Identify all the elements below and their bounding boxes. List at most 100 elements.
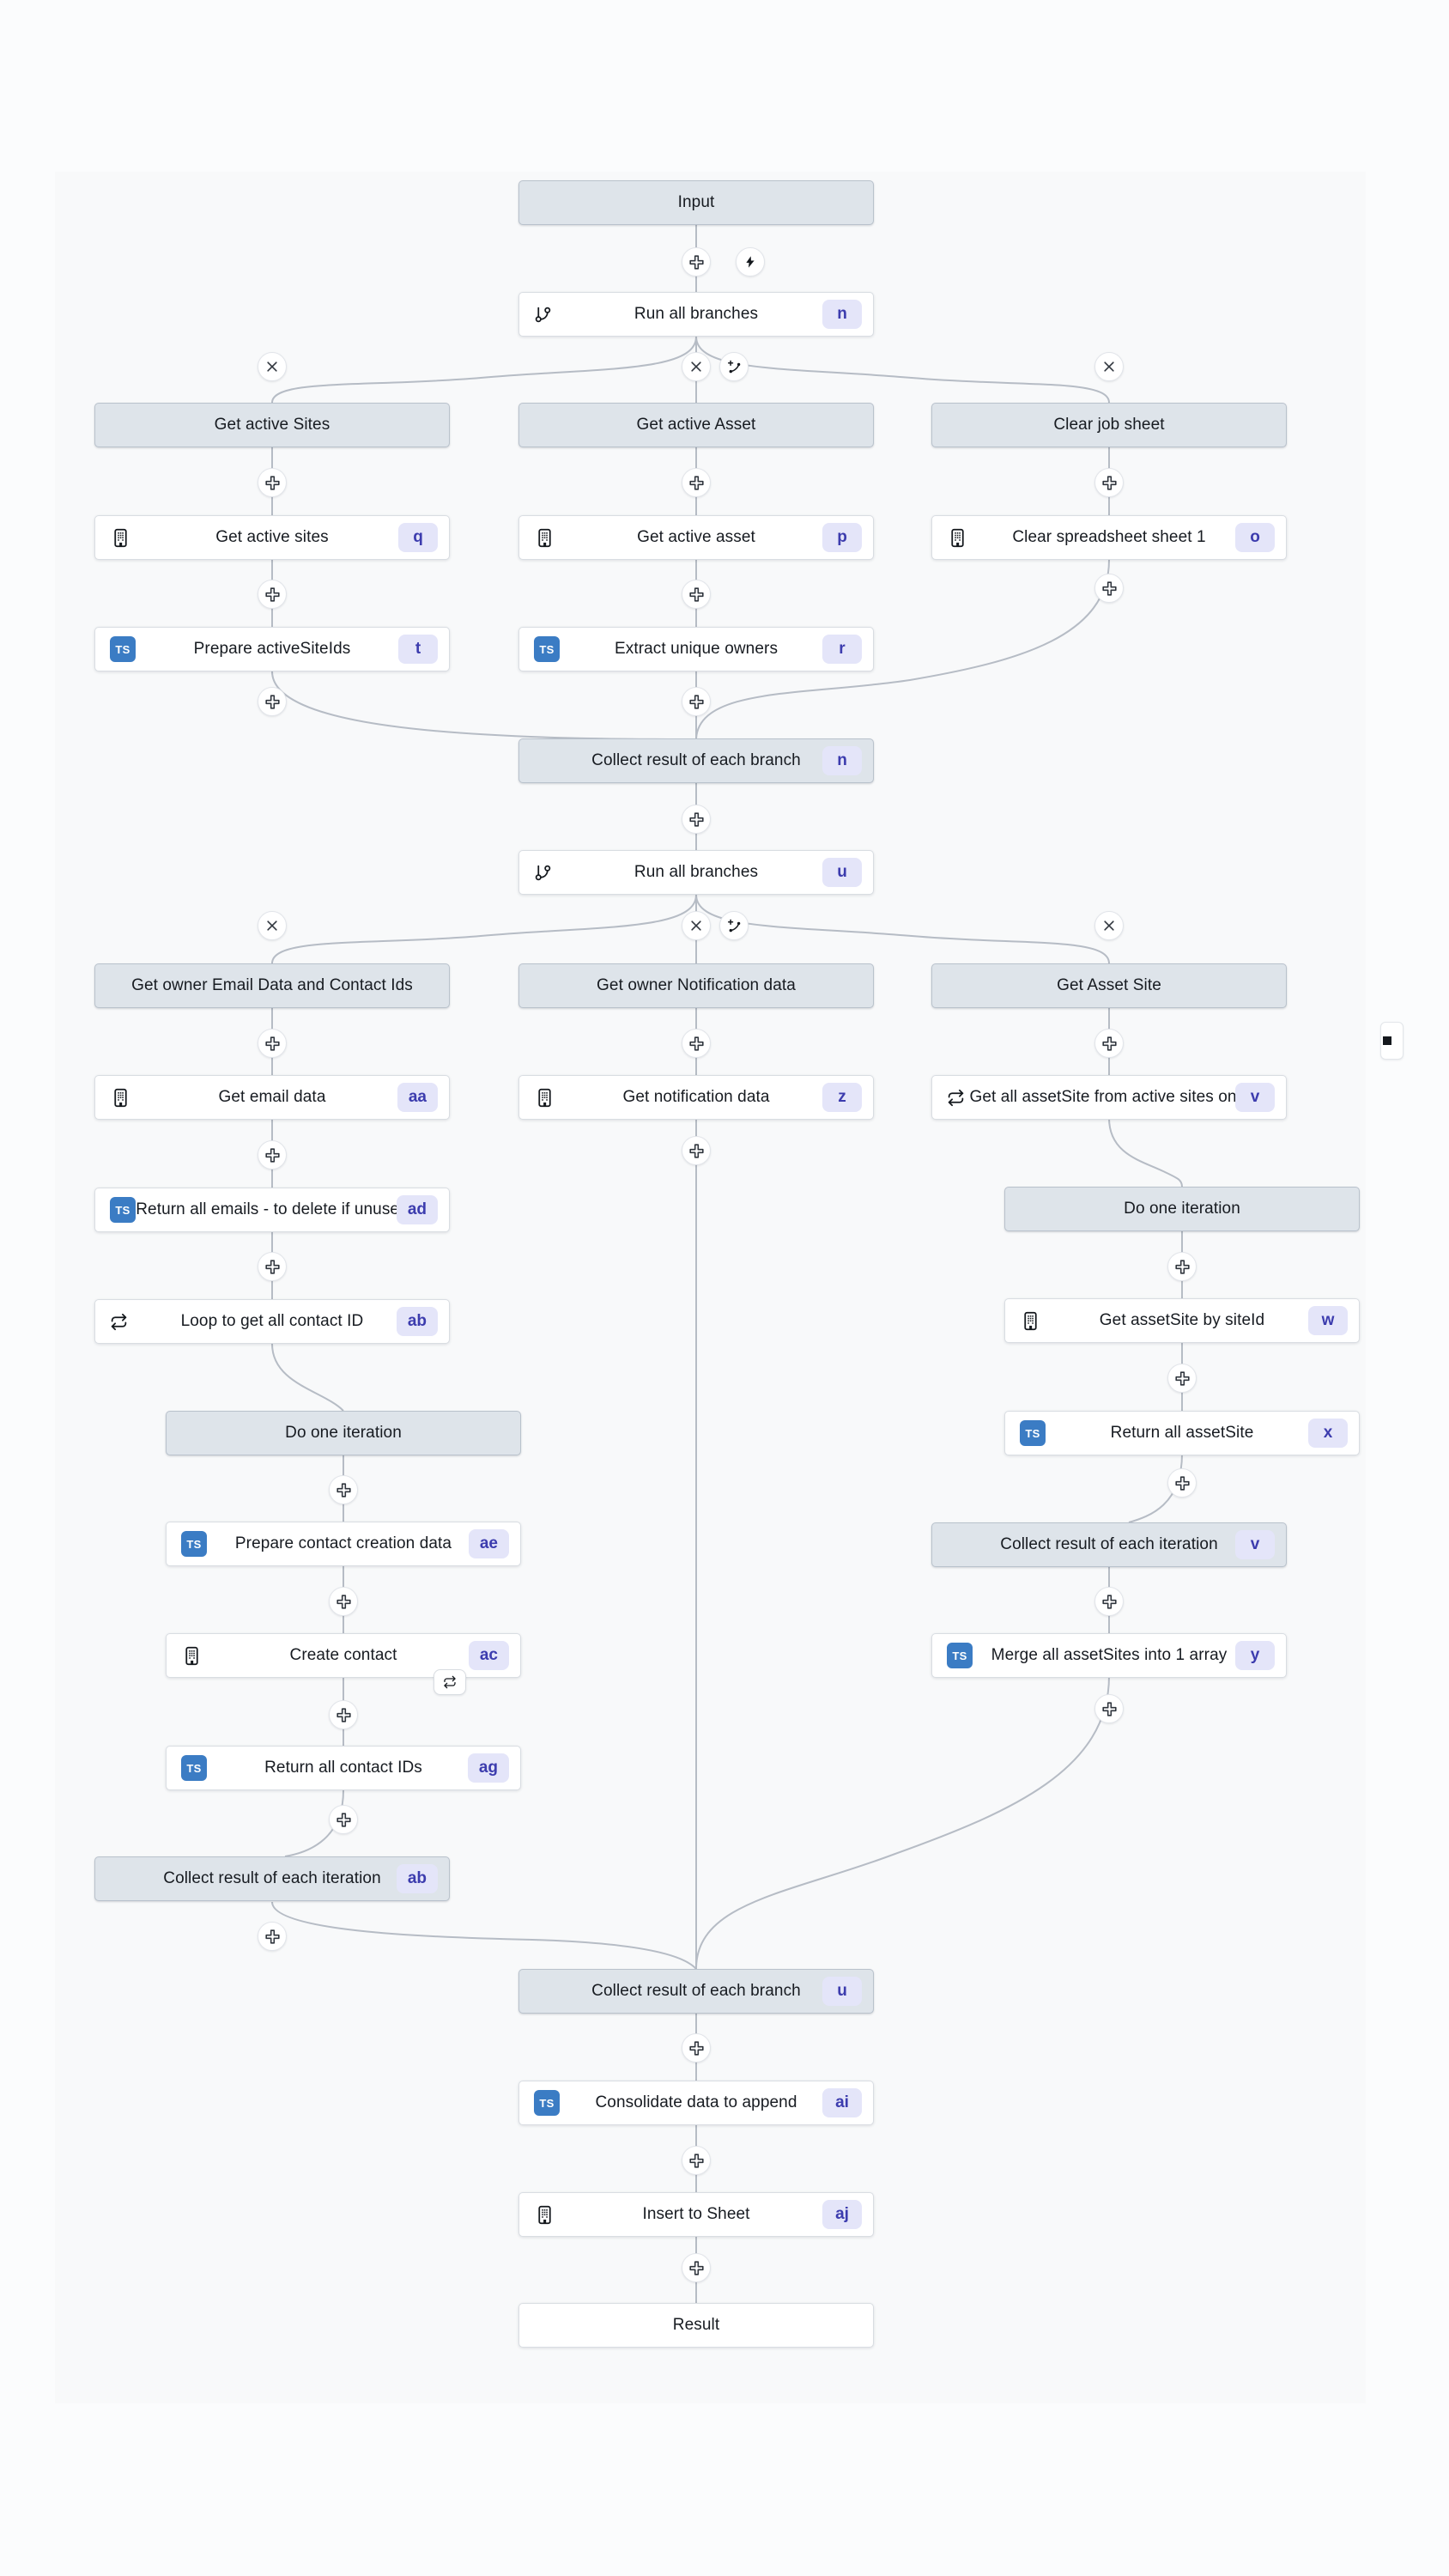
typescript-icon: TS: [534, 2081, 560, 2124]
add-block-button[interactable]: [682, 1029, 711, 1058]
node-letter-badge: ag: [467, 1753, 509, 1783]
lightning-trigger-button[interactable]: [736, 247, 765, 276]
node-label: Merge all assetSites into 1 array: [991, 1646, 1228, 1664]
add-block-button[interactable]: [682, 247, 711, 276]
typescript-icon: TS: [110, 1188, 136, 1231]
add-block-button[interactable]: [329, 1587, 358, 1616]
edge: [271, 671, 683, 740]
add-block-button[interactable]: [682, 2146, 711, 2175]
add-block-button[interactable]: [682, 2033, 711, 2063]
node-get-all-assetsite[interactable]: Get all assetSite from active sites only…: [931, 1075, 1287, 1120]
node-letter-badge: ae: [468, 1529, 509, 1558]
node-letter-badge: aa: [397, 1083, 438, 1112]
resource-table-icon: [110, 1076, 131, 1119]
typescript-icon: TS: [534, 628, 560, 671]
delete-branch-button[interactable]: [258, 911, 287, 940]
add-block-button[interactable]: [1094, 1587, 1124, 1616]
node-letter-badge: t: [398, 635, 438, 664]
delete-branch-button[interactable]: [682, 911, 711, 940]
node-letter-badge: aj: [822, 2200, 862, 2229]
node-letter-badge: r: [822, 635, 862, 664]
node-label: Get active Asset: [636, 416, 756, 434]
add-block-button[interactable]: [329, 1475, 358, 1504]
add-block-button[interactable]: [258, 1922, 287, 1951]
add-block-button[interactable]: [1167, 1364, 1197, 1393]
node-result[interactable]: Result: [518, 2303, 874, 2348]
resource-table-icon: [947, 516, 968, 559]
node-label: Get Asset Site: [1057, 976, 1161, 994]
add-block-button[interactable]: [1094, 468, 1124, 497]
add-block-button[interactable]: [682, 468, 711, 497]
node-header-get-active-sites[interactable]: Get active Sites: [94, 403, 450, 447]
typescript-icon: TS: [947, 1643, 973, 1668]
node-input[interactable]: Input: [518, 180, 874, 225]
add-block-button[interactable]: [258, 468, 287, 497]
resource-table-icon: [1020, 1299, 1041, 1342]
add-block-button[interactable]: [682, 1136, 711, 1165]
typescript-icon: TS: [110, 1197, 136, 1223]
node-header-get-active-asset[interactable]: Get active Asset: [518, 403, 874, 447]
node-header-get-owner-email[interactable]: Get owner Email Data and Contact Ids: [94, 963, 450, 1008]
add-block-button[interactable]: [329, 1805, 358, 1834]
add-block-button[interactable]: [258, 580, 287, 609]
add-branch-button[interactable]: [719, 911, 749, 940]
offscreen-node-dash: [1383, 1036, 1391, 1045]
loop-indicator-badge[interactable]: [433, 1669, 466, 1695]
node-label: Collect result of each branch: [591, 1982, 801, 2000]
add-branch-button[interactable]: [719, 352, 749, 381]
add-block-button[interactable]: [1094, 1029, 1124, 1058]
add-block-button[interactable]: [682, 805, 711, 834]
node-header-get-owner-notification[interactable]: Get owner Notification data: [518, 963, 874, 1008]
add-block-button[interactable]: [682, 2253, 711, 2282]
add-block-button[interactable]: [1094, 574, 1124, 603]
add-block-button[interactable]: [682, 687, 711, 716]
edge: [695, 559, 1110, 739]
add-block-button[interactable]: [329, 1700, 358, 1729]
node-letter-badge: y: [1235, 1641, 1275, 1670]
add-block-button[interactable]: [1167, 1468, 1197, 1498]
node-letter-badge: n: [822, 746, 862, 775]
resource-table-icon: [534, 2193, 555, 2236]
node-header-do-one-iteration-right[interactable]: Do one iteration: [1004, 1187, 1360, 1231]
delete-branch-button[interactable]: [258, 352, 287, 381]
node-header-get-asset-site[interactable]: Get Asset Site: [931, 963, 1287, 1008]
node-label: Get assetSite by siteId: [1099, 1311, 1265, 1329]
add-block-button[interactable]: [258, 1252, 287, 1281]
add-block-button[interactable]: [1167, 1252, 1197, 1281]
add-block-button[interactable]: [1094, 1694, 1124, 1723]
add-block-button[interactable]: [258, 1029, 287, 1058]
delete-branch-button[interactable]: [682, 352, 711, 381]
node-header-do-one-iteration-left[interactable]: Do one iteration: [166, 1411, 521, 1455]
add-block-button[interactable]: [682, 580, 711, 609]
node-label: Return all assetSite: [1110, 1424, 1254, 1442]
node-merge-all-assetsites[interactable]: TS Merge all assetSites into 1 array y: [931, 1633, 1287, 1678]
edge: [271, 336, 697, 404]
add-block-button[interactable]: [258, 1140, 287, 1170]
delete-branch-button[interactable]: [1094, 352, 1124, 381]
delete-branch-button[interactable]: [1094, 911, 1124, 940]
node-header-clear-job-sheet[interactable]: Clear job sheet: [931, 403, 1287, 447]
add-block-button[interactable]: [258, 687, 287, 716]
